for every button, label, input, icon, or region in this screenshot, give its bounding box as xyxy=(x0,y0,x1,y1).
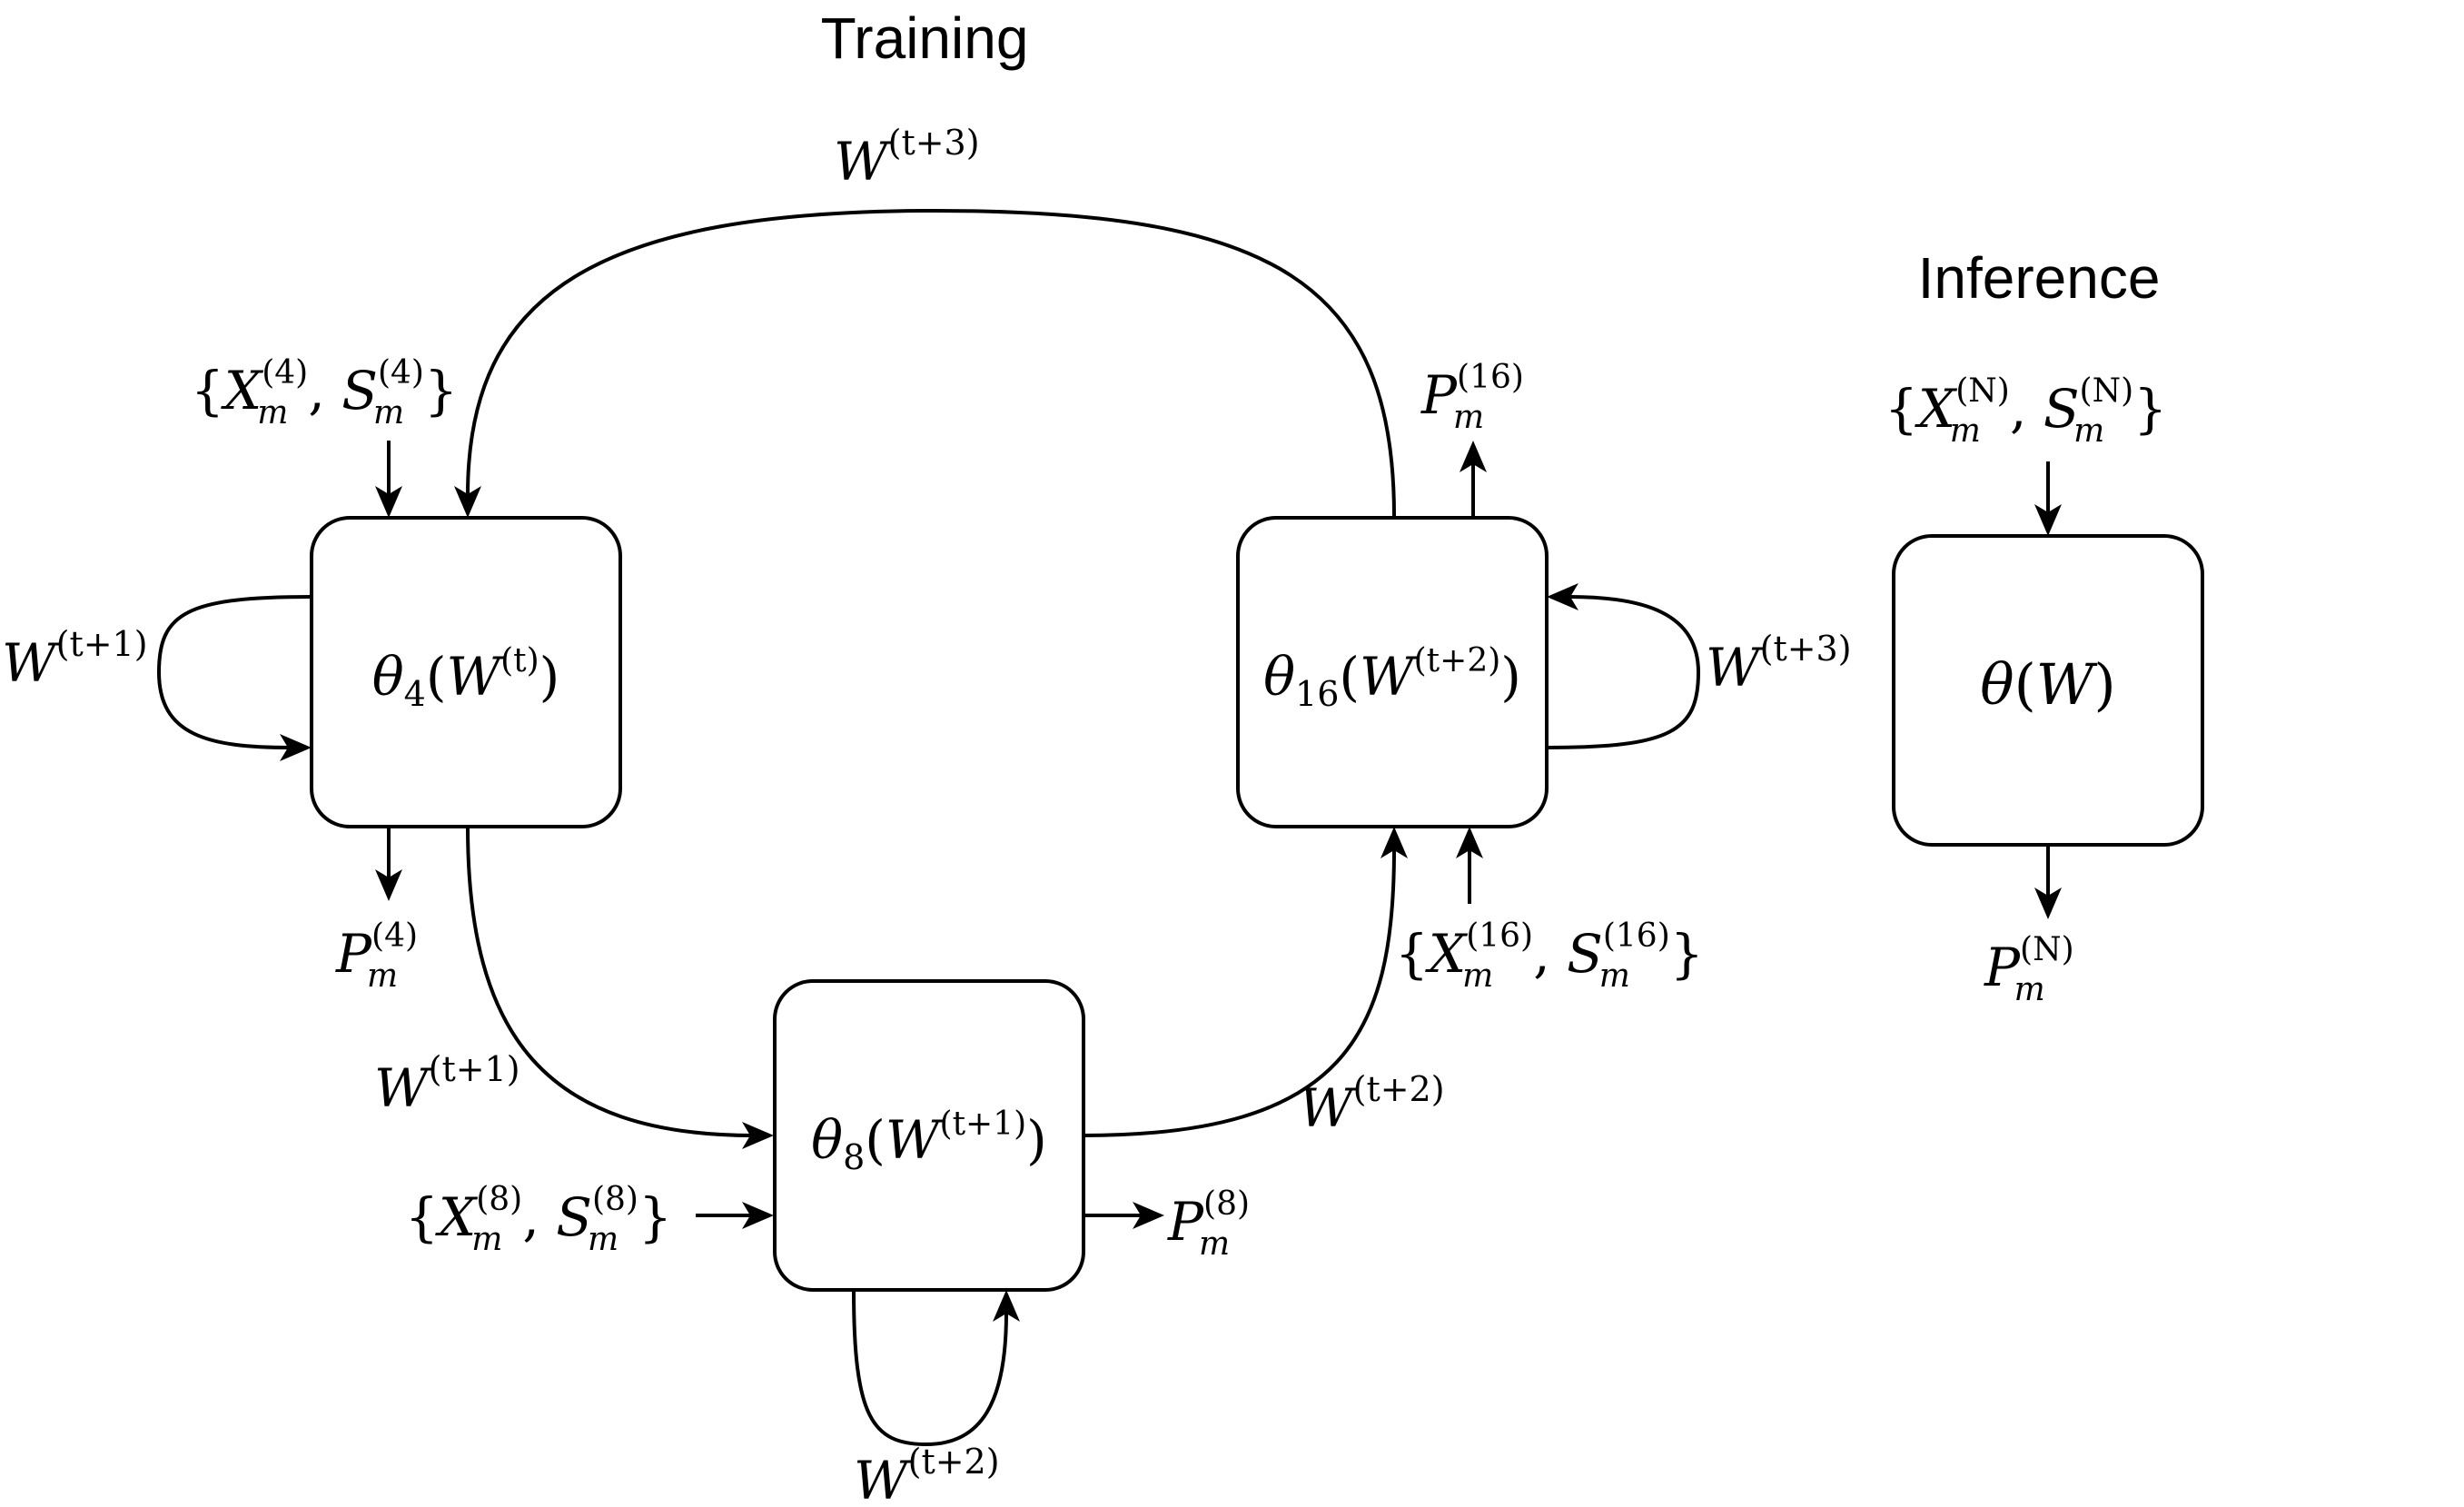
arrowhead-theta8-left xyxy=(742,1122,774,1149)
node-theta-inference-label: θ(W) xyxy=(1980,651,2115,718)
input-label-N: {X(N)m, S(N)m} xyxy=(1885,372,2167,450)
weight-label-top: W(t+3) xyxy=(834,123,980,193)
output-label-16: P(16)m xyxy=(1420,359,1524,436)
arrowhead-output8 xyxy=(1133,1202,1164,1229)
edge-theta4-to-theta8 xyxy=(466,826,755,1137)
weight-label-theta4-loop: W(t+1) xyxy=(2,624,148,694)
input-label-4: {X(4)m, S(4)m} xyxy=(191,354,458,431)
node-theta16-label: θ16(W(t+2)) xyxy=(1263,642,1521,714)
weight-label-theta16-loop: W(t+3) xyxy=(1706,629,1852,699)
node-theta4-label: θ4(W(t)) xyxy=(372,642,560,714)
node-theta16 xyxy=(1236,516,1549,828)
arrowhead-input16 xyxy=(1456,827,1483,858)
weight-label-theta4-to-theta8: W(t+1) xyxy=(374,1049,520,1119)
node-theta8-label: θ8(W(t+1)) xyxy=(811,1105,1047,1177)
weight-label-theta8-loop: W(t+2) xyxy=(854,1442,1000,1507)
node-theta8 xyxy=(773,979,1085,1292)
edge-theta8-self-loop xyxy=(852,1289,1008,1447)
output-label-4: P(4)m xyxy=(335,917,418,995)
arrowhead-output16 xyxy=(1460,441,1487,472)
arrowhead-inputN xyxy=(2034,504,2062,536)
edge-theta4-self-loop xyxy=(156,595,312,749)
output-label-N: P(N)m xyxy=(1984,931,2074,1008)
arrowhead-theta4-top xyxy=(454,486,481,518)
arrowhead-outputN xyxy=(2034,887,2062,919)
arrowhead-theta4-loop xyxy=(280,734,312,761)
inference-heading: Inference xyxy=(1918,245,2161,311)
arrowhead-input4 xyxy=(375,486,402,518)
edge-theta16-self-loop xyxy=(1546,595,1701,749)
input-label-8: {X(8)m, S(8)m} xyxy=(405,1181,672,1258)
node-theta-inference xyxy=(1892,534,2204,847)
arrowhead-output4 xyxy=(375,869,402,901)
arrowhead-theta16-bottom xyxy=(1380,827,1408,858)
edge-theta8-to-theta16 xyxy=(1083,848,1396,1137)
training-heading: Training xyxy=(821,5,1029,71)
weight-label-theta8-to-theta16: W(t+2) xyxy=(1299,1069,1445,1139)
arrowhead-theta8-loop xyxy=(993,1290,1020,1322)
arrowhead-theta16-loop xyxy=(1547,583,1578,610)
arrowhead-input8 xyxy=(742,1202,774,1229)
edge-theta16-to-theta4 xyxy=(466,208,1396,517)
node-theta4 xyxy=(310,516,622,828)
output-label-8: P(8)m xyxy=(1167,1185,1250,1263)
input-label-16: {X(16)m, S(16)m} xyxy=(1395,917,1704,995)
